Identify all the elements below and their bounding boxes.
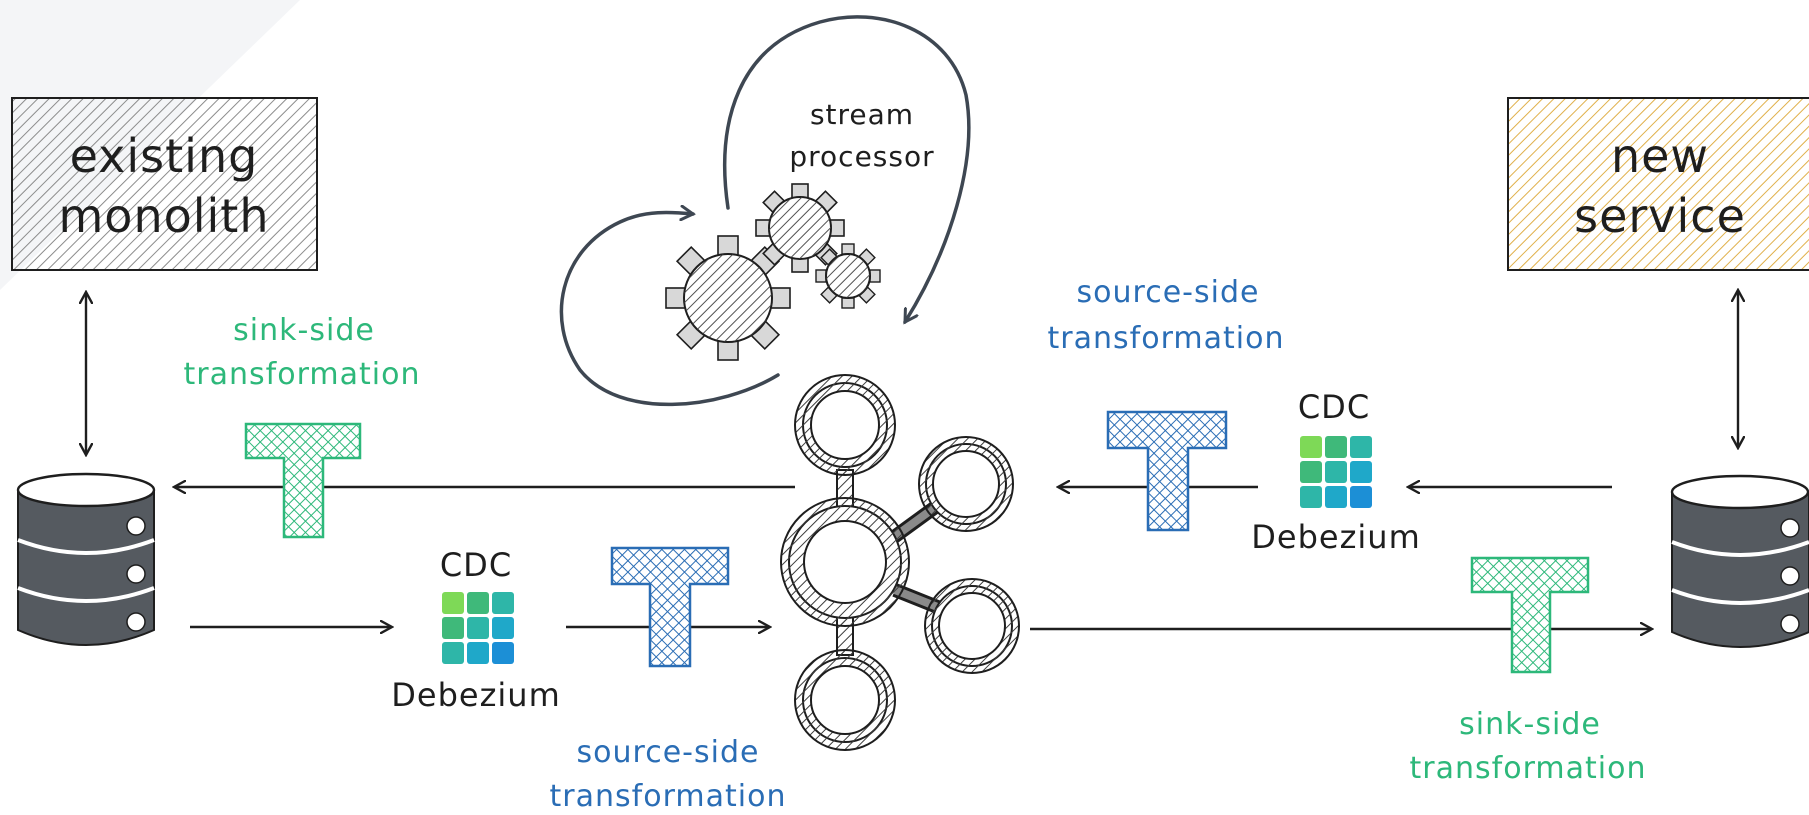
stream-processor-return-arrow <box>559 212 780 407</box>
left-database-icon <box>16 472 156 646</box>
sink-side-t-icon-left <box>244 422 362 539</box>
debezium-label-left: Debezium <box>391 676 560 714</box>
source-side-t-icon-bottom <box>610 546 730 668</box>
source-side-label-top-1: source-side <box>1077 275 1260 310</box>
sink-side-label-right-1: sink-side <box>1459 707 1601 742</box>
existing-monolith-label-1: existing <box>70 129 259 183</box>
source-side-label-top-2: transformation <box>1048 321 1285 356</box>
source-side-label-bottom-2: transformation <box>550 779 787 814</box>
gear-icon-medium <box>755 183 845 273</box>
source-side-label-bottom-1: source-side <box>577 735 760 770</box>
debezium-label-right: Debezium <box>1251 518 1420 556</box>
sink-side-label-left-1: sink-side <box>233 313 375 348</box>
gear-icon-large <box>665 235 791 361</box>
new-service-label-1: new <box>1611 129 1709 183</box>
gear-icon-small <box>815 243 881 309</box>
existing-monolith-label-2: monolith <box>58 189 269 243</box>
kafka-broker-icon <box>780 374 1020 751</box>
debezium-logo-left <box>442 592 514 664</box>
sink-side-label-right-2: transformation <box>1410 751 1647 786</box>
right-database-icon <box>1670 474 1809 648</box>
new-service-label-2: service <box>1574 189 1746 243</box>
sink-side-t-icon-right <box>1470 556 1590 674</box>
new-service-box: new service <box>1507 97 1809 271</box>
stream-processor-label-1: stream <box>810 98 914 131</box>
debezium-logo-right <box>1300 436 1372 508</box>
existing-monolith-box: existing monolith <box>11 97 318 271</box>
source-side-t-icon-top <box>1106 410 1228 532</box>
stream-processor-loop-arrow <box>723 15 971 322</box>
cdc-label-left: CDC <box>440 546 512 584</box>
stream-processor-label-2: processor <box>789 140 934 173</box>
cdc-label-right: CDC <box>1298 388 1370 426</box>
sink-side-label-left-2: transformation <box>184 357 421 392</box>
